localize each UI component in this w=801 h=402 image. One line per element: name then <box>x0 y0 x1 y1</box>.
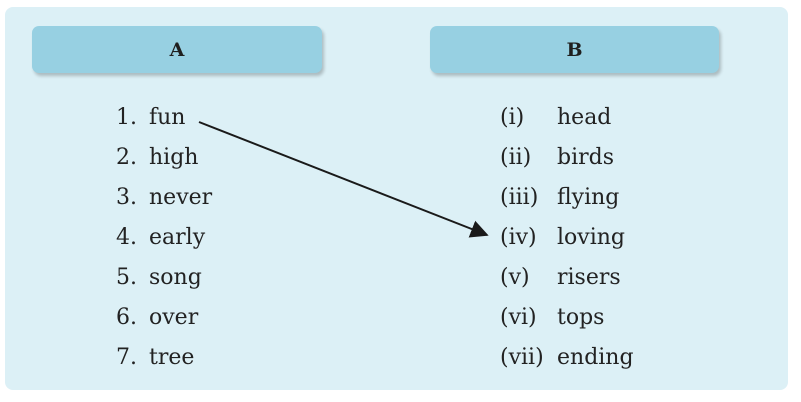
column-a-header-label: A <box>169 38 185 61</box>
item-word: song <box>149 265 202 290</box>
item-numeral: (iii) <box>500 185 539 210</box>
column-b-item: (i) head <box>500 98 634 138</box>
item-numeral: (vi) <box>500 305 537 330</box>
column-b-header: B <box>430 26 719 73</box>
item-word: loving <box>557 225 625 250</box>
column-b-item: (iii) flying <box>500 178 634 218</box>
item-word: birds <box>557 145 615 170</box>
column-a-item: 6. over <box>116 298 212 338</box>
item-number: 4. <box>116 225 137 250</box>
column-a-item: 5. song <box>116 258 212 298</box>
item-numeral: (iv) <box>500 225 537 250</box>
item-number: 5. <box>116 265 137 290</box>
column-b-list: (i) head (ii) birds (iii) flying (iv) loving… <box>500 98 634 378</box>
item-number: 7. <box>116 345 137 370</box>
item-numeral: (v) <box>500 265 530 290</box>
column-b-item: (vii) ending <box>500 338 634 378</box>
item-word: over <box>149 305 199 330</box>
column-a-list: 1. fun 2. high 3. never 4. early 5. song 6. ov… <box>116 98 212 378</box>
column-a-item: 7. tree <box>116 338 212 378</box>
item-word: never <box>149 185 213 210</box>
item-number: 3. <box>116 185 137 210</box>
item-word: risers <box>557 265 621 290</box>
column-a-item: 3. never <box>116 178 212 218</box>
arrow-line <box>198 121 489 238</box>
item-word: early <box>149 225 206 250</box>
item-numeral: (vii) <box>500 345 544 370</box>
column-a-item: 4. early <box>116 218 212 258</box>
item-number: 2. <box>116 145 137 170</box>
item-word: tree <box>149 345 195 370</box>
item-word: fun <box>149 105 186 130</box>
column-a-item: 2. high <box>116 138 212 178</box>
column-a-item: 1. fun <box>116 98 212 138</box>
item-word: head <box>557 105 612 130</box>
item-word: flying <box>557 185 620 210</box>
item-word: tops <box>557 305 605 330</box>
item-word: high <box>149 145 199 170</box>
item-number: 1. <box>116 105 137 130</box>
item-word: ending <box>557 345 634 370</box>
item-numeral: (ii) <box>500 145 532 170</box>
column-a-header: A <box>32 26 322 73</box>
item-number: 6. <box>116 305 137 330</box>
column-b-item: (iv) loving <box>500 218 634 258</box>
column-b-item: (v) risers <box>500 258 634 298</box>
column-b-header-label: B <box>566 38 583 61</box>
column-b-item: (vi) tops <box>500 298 634 338</box>
column-b-item: (ii) birds <box>500 138 634 178</box>
item-numeral: (i) <box>500 105 525 130</box>
